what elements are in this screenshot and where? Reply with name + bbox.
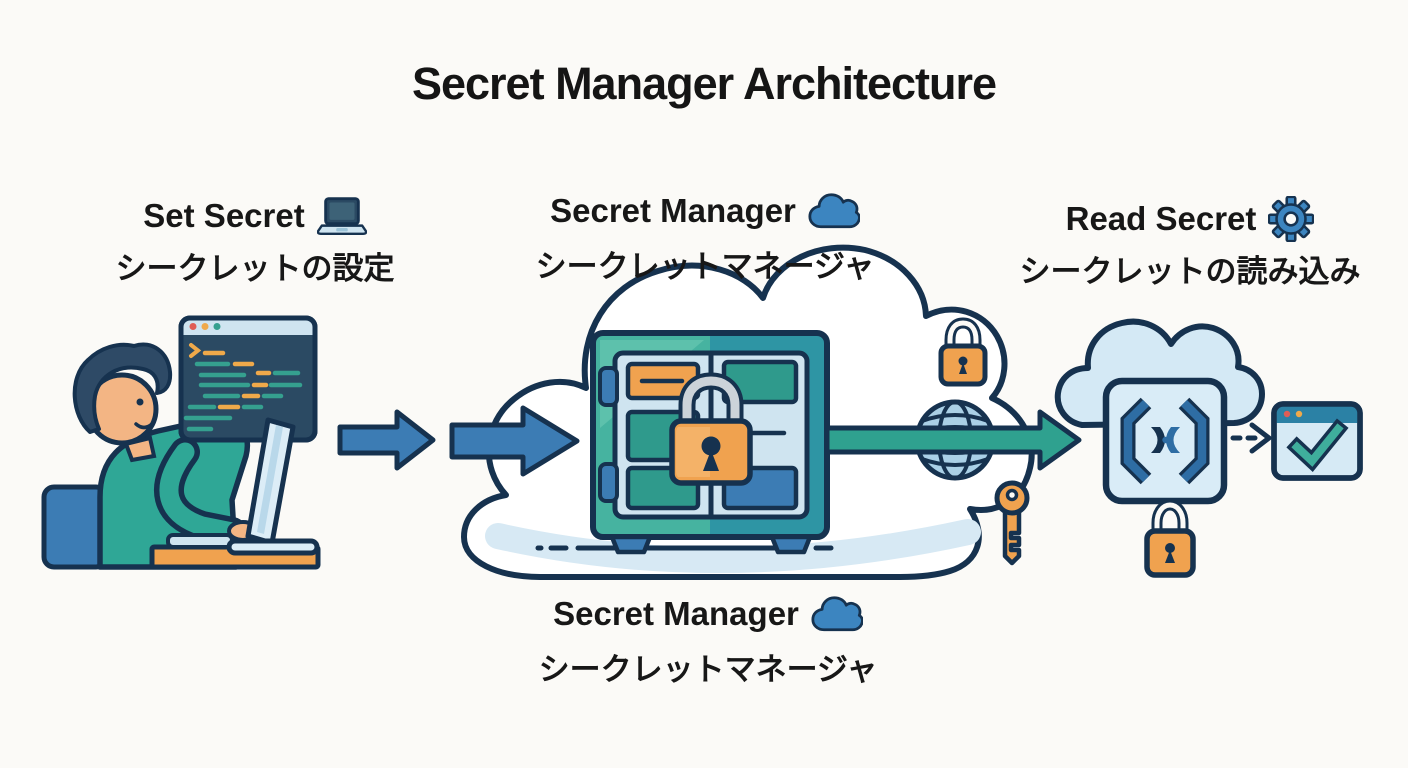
monitor <box>226 417 320 556</box>
set-secret-label-ja: シークレットの設定 <box>115 251 395 287</box>
secret-manager-top-label-ja: シークレットマネージャ <box>535 249 875 285</box>
vault-hinge <box>598 366 619 407</box>
code-lines <box>183 343 303 432</box>
browser-check-window <box>1271 401 1363 481</box>
key-icon <box>994 480 1030 566</box>
code-editor-window <box>178 315 318 443</box>
read-secret-label-ja: シークレットの読み込み <box>1019 254 1361 290</box>
laptop-icon <box>316 197 367 235</box>
set-secret-label: Set Secret <box>143 197 305 234</box>
flow-arrow-blue-1 <box>337 409 436 471</box>
lock-icon <box>938 317 988 387</box>
chair <box>41 484 109 570</box>
browser-dot-red <box>1283 410 1291 418</box>
api-brackets-icon <box>1120 397 1210 485</box>
label-set-secret: Set Secret <box>60 196 450 236</box>
window-dot-orange <box>201 323 209 330</box>
vault-hinge <box>598 462 619 503</box>
secret-vault <box>590 330 830 555</box>
dashed-arrow <box>1230 422 1274 454</box>
secret-manager-top-label: Secret Manager <box>550 192 796 229</box>
keyboard <box>166 533 234 549</box>
read-secret-label: Read Secret <box>1065 200 1257 237</box>
secret-manager-bottom-label: Secret Manager <box>553 595 799 632</box>
vault-padlock <box>669 372 753 486</box>
label-secret-manager-bottom: Secret Manager <box>483 595 933 633</box>
cloud-icon <box>811 596 863 632</box>
secret-manager-bottom-label-ja: シークレットマネージャ <box>538 652 878 688</box>
gear-icon <box>1268 196 1315 242</box>
window-dot-teal <box>213 323 221 330</box>
window-dot-red <box>189 323 197 330</box>
api-cloud <box>1054 318 1265 505</box>
label-read-secret: Read Secret <box>990 196 1390 242</box>
cloud-icon <box>808 193 860 229</box>
lock-icon-bottom <box>1144 499 1196 578</box>
label-secret-manager-top: Secret Manager <box>480 192 930 230</box>
page-title: Secret Manager Architecture <box>411 58 997 109</box>
flow-arrow-teal <box>824 409 1082 471</box>
browser-dot-orange <box>1295 410 1303 418</box>
hair <box>72 342 173 434</box>
flow-arrow-blue-2 <box>449 405 580 477</box>
check-icon <box>1286 418 1349 472</box>
